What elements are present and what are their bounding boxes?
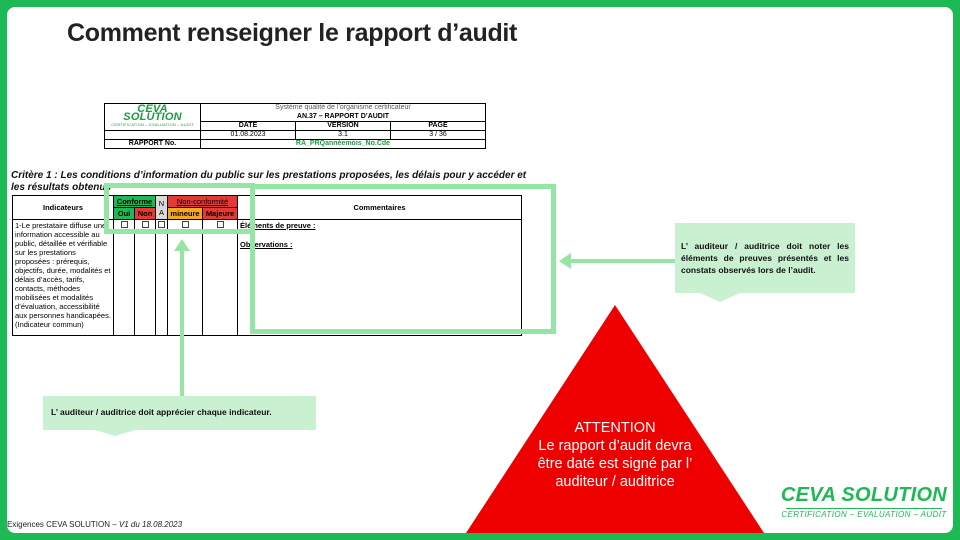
checkbox-majeure[interactable] (216, 221, 224, 228)
sub-mineure: mineure (167, 207, 203, 220)
criterion-heading: Critère 1 : Les conditions d’information… (11, 170, 527, 193)
document-logo: CEVA SOLUTION CERTIFICATION – EVALUATION… (104, 103, 201, 131)
checkbox-na[interactable] (158, 221, 165, 228)
arrow-up-shaft (180, 251, 184, 405)
arrow-left-head (559, 253, 571, 269)
callout-right: L’ auditeur / auditrice doit noter les é… (675, 223, 855, 293)
evidence-label: Éléments de preuve : (240, 221, 316, 230)
indicator-cell: 1-Le prestataire diffuse une information… (12, 219, 114, 336)
rating-highlight-frame (104, 183, 255, 234)
col-indicateurs: Indicateurs (12, 195, 114, 220)
callout-right-tail (700, 293, 740, 302)
callout-right-text: L’ auditeur / auditrice doit noter les é… (681, 241, 849, 275)
col-na: N A (155, 195, 168, 220)
system-label: Système qualité de l’organisme certifica… (200, 103, 486, 113)
page-title: Comment renseigner le rapport d’audit (67, 19, 518, 47)
warning-text: ATTENTION Le rapport d’audit devra être … (527, 419, 703, 491)
sub-majeure: Majeure (202, 207, 238, 220)
audit-document: CEVA SOLUTION CERTIFICATION – EVALUATION… (9, 103, 547, 341)
date-value: 01.08.2023 (200, 130, 296, 140)
date-label: DATE (200, 121, 296, 131)
warning-triangle (466, 305, 764, 533)
comments-cell[interactable]: Éléments de preuve : Observations : (237, 219, 522, 336)
callout-left-text: L’ auditeur / auditrice doit apprécier c… (51, 407, 272, 417)
brand-tagline: CERTIFICATION – EVALUATION – AUDIT (781, 510, 947, 519)
arrow-up-head (174, 239, 190, 251)
warning-title: ATTENTION (574, 420, 656, 436)
callout-left: L’ auditeur / auditrice doit apprécier c… (43, 396, 316, 430)
report-no-value: RA_PRQannéemois_No.Cde (200, 139, 486, 149)
checkbox-mineure[interactable] (181, 221, 189, 228)
checkbox-oui[interactable] (120, 221, 128, 228)
document-header: CEVA SOLUTION CERTIFICATION – EVALUATION… (104, 103, 486, 149)
footer-label: Exigences CEVA SOLUTION – (7, 520, 119, 529)
warning-message: Le rapport d’audit devra être daté est s… (537, 438, 693, 490)
version-label: VERSION (295, 121, 391, 131)
brand-name: CEVA SOLUTION (780, 484, 948, 506)
evaluation-table: Indicateurs Conforme N A Non-conformité … (12, 195, 522, 336)
page-label: PAGE (390, 121, 486, 131)
arrow-left-shaft (570, 259, 675, 263)
sub-oui: Oui (113, 207, 135, 220)
slide: Comment renseigner le rapport d’audit CE… (7, 7, 953, 533)
document-code: AN.37 – RAPPORT D’AUDIT (200, 112, 486, 122)
version-value: 3.1 (295, 130, 391, 140)
page-value: 3 / 36 (390, 130, 486, 140)
observations-label: Observations : (240, 240, 293, 249)
comments-highlight-frame (250, 184, 556, 334)
callout-left-tail (95, 430, 135, 436)
col-conforme: Conforme (113, 195, 156, 208)
checkbox-non[interactable] (141, 221, 149, 228)
report-no-label: RAPPORT No. (104, 139, 201, 149)
brand-logo: CEVA SOLUTION CERTIFICATION – EVALUATION… (780, 484, 948, 519)
footer-version: V1 du 18.08.2023 (118, 520, 183, 529)
footer: Exigences CEVA SOLUTION – V1 du 18.08.20… (7, 520, 182, 529)
